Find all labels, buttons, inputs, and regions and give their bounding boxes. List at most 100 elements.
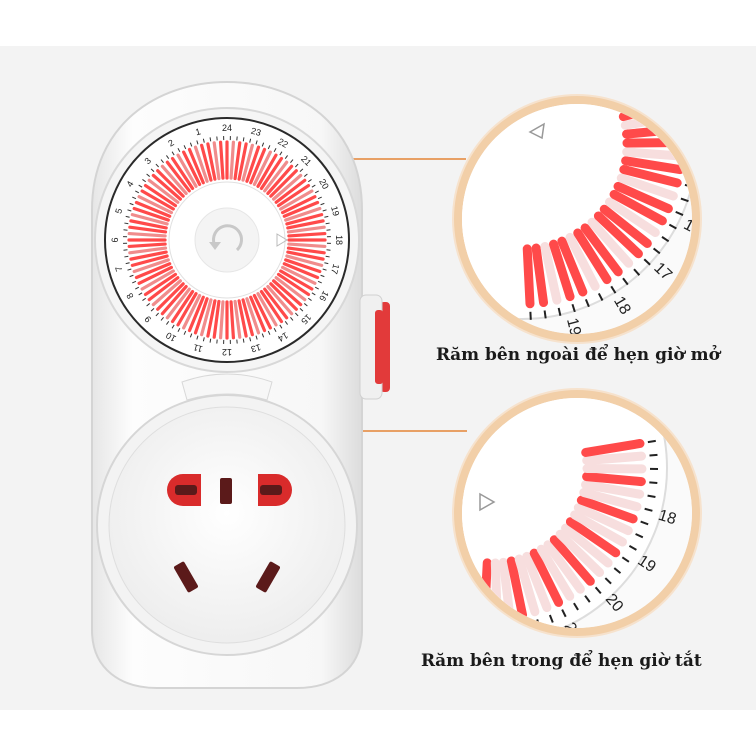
timer-pin[interactable]	[284, 206, 322, 222]
timer-pin[interactable]	[143, 183, 178, 208]
timer-pin[interactable]	[286, 219, 325, 230]
timer-pin[interactable]	[151, 173, 182, 201]
timer-pin[interactable]	[287, 242, 327, 249]
timer-pin[interactable]	[272, 279, 303, 307]
timer-pin[interactable]	[259, 289, 284, 324]
timer-pin[interactable]	[151, 279, 182, 307]
timer-pin[interactable]	[160, 285, 188, 316]
timer-pin[interactable]	[274, 178, 307, 204]
timer-pin[interactable]	[212, 299, 221, 339]
timer-pin[interactable]	[252, 294, 272, 330]
timer-pin[interactable]	[263, 160, 289, 193]
timer-pin[interactable]	[160, 164, 188, 195]
timer-pin[interactable]	[287, 231, 327, 238]
timer-pin[interactable]	[128, 225, 168, 234]
timer-pin[interactable]	[286, 225, 326, 234]
timer-pin[interactable]	[128, 246, 168, 255]
timer-pin[interactable]	[285, 254, 324, 267]
timer-pin[interactable]	[241, 298, 254, 337]
timer-pin[interactable]	[193, 145, 209, 183]
timer-pin[interactable]	[127, 231, 167, 238]
timer-pin[interactable]	[276, 183, 311, 208]
timer-pin[interactable]	[269, 169, 298, 198]
timer-pin[interactable]	[156, 169, 185, 198]
timer-pin[interactable]	[282, 262, 320, 280]
timer-pin[interactable]	[276, 272, 311, 297]
timer-pin[interactable]	[187, 295, 205, 333]
timer-pin[interactable]	[200, 143, 213, 182]
dial-tick	[314, 286, 319, 290]
timer-pin[interactable]	[281, 195, 317, 215]
timer-pin[interactable]	[129, 219, 168, 230]
zoom-pin	[531, 243, 549, 308]
timer-pin[interactable]	[233, 299, 242, 339]
timer-pin[interactable]	[170, 156, 195, 191]
timer-pin[interactable]	[127, 242, 167, 249]
timer-pin[interactable]	[282, 200, 320, 218]
timer-pin[interactable]	[134, 200, 172, 218]
timer-pin[interactable]	[140, 189, 175, 211]
timer-pin[interactable]	[187, 147, 205, 185]
timer-pin[interactable]	[182, 294, 202, 330]
timer-pin[interactable]	[285, 213, 324, 226]
timer-pin[interactable]	[218, 300, 225, 340]
hour-label: 9	[142, 314, 153, 325]
timer-pin[interactable]	[286, 246, 326, 255]
timer-pin[interactable]	[132, 206, 170, 222]
timer-pin[interactable]	[237, 142, 248, 181]
timer-pin[interactable]	[252, 150, 272, 186]
timer-pin[interactable]	[245, 145, 261, 183]
timer-pin[interactable]	[274, 276, 307, 302]
zoom-pin	[604, 197, 660, 237]
timer-pin[interactable]	[137, 195, 173, 215]
timer-pin[interactable]	[170, 289, 195, 324]
timer-pin[interactable]	[272, 173, 303, 201]
timer-pin[interactable]	[284, 258, 322, 274]
timer-pin[interactable]	[269, 282, 298, 311]
timer-pin[interactable]	[206, 142, 217, 181]
timer-pin[interactable]	[147, 276, 180, 302]
timer-pin[interactable]	[140, 269, 175, 291]
timer-pin[interactable]	[237, 299, 248, 338]
timer-pin[interactable]	[256, 153, 278, 188]
timer-pin[interactable]	[212, 141, 221, 181]
timer-pin[interactable]	[279, 189, 314, 211]
timer-pin[interactable]	[200, 298, 213, 337]
timer-pin[interactable]	[249, 295, 267, 333]
timer-pin[interactable]	[279, 269, 314, 291]
timer-pin[interactable]	[266, 285, 294, 316]
timer-pin[interactable]	[134, 262, 172, 280]
timer-pin[interactable]	[229, 300, 236, 340]
timer-pin[interactable]	[245, 297, 261, 335]
timer-pin[interactable]	[130, 254, 169, 267]
timer-pin[interactable]	[206, 299, 217, 338]
zoom-pin	[543, 540, 585, 594]
timer-pin[interactable]	[137, 265, 173, 285]
timer-pin[interactable]	[286, 250, 325, 261]
dial-knob[interactable]	[194, 207, 260, 273]
timer-pin[interactable]	[193, 297, 209, 335]
timer-pin[interactable]	[281, 265, 317, 285]
timer-pin[interactable]	[176, 153, 198, 188]
timer-pin[interactable]	[132, 258, 170, 274]
timer-pin[interactable]	[182, 150, 202, 186]
timer-pin[interactable]	[147, 178, 180, 204]
timer-pin[interactable]	[241, 143, 254, 182]
timer-pin[interactable]	[176, 292, 198, 327]
timer-pin[interactable]	[130, 213, 169, 226]
timer-pin[interactable]	[129, 250, 168, 261]
dial-tick	[150, 168, 155, 173]
timer-pin[interactable]	[143, 272, 178, 297]
timer-pin[interactable]	[229, 140, 236, 180]
timer-pin[interactable]	[165, 160, 191, 193]
timer-pin[interactable]	[263, 287, 289, 320]
timer-pin[interactable]	[256, 292, 278, 327]
timer-pin[interactable]	[249, 147, 267, 185]
timer-pin[interactable]	[266, 164, 294, 195]
timer-pin[interactable]	[165, 287, 191, 320]
timer-pin[interactable]	[156, 282, 185, 311]
timer-pin[interactable]	[218, 140, 225, 180]
timer-pin[interactable]	[233, 141, 242, 181]
timer-pin[interactable]	[259, 156, 284, 191]
